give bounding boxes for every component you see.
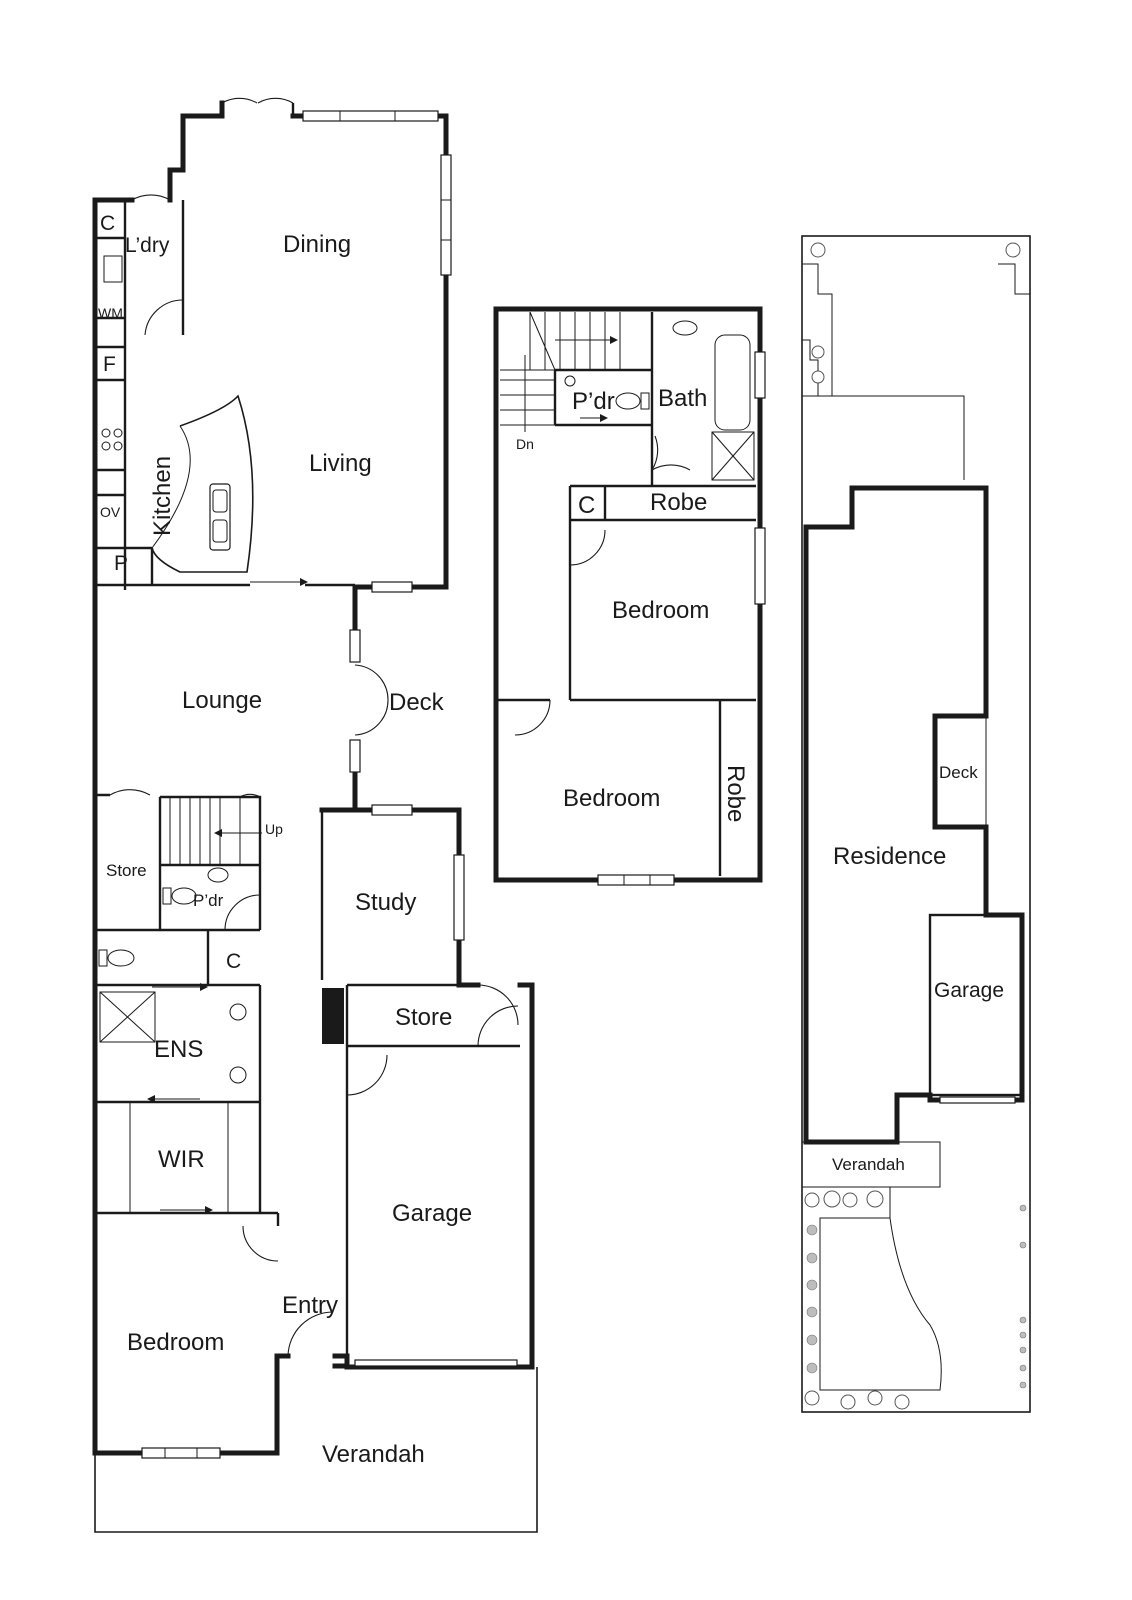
window	[754, 351, 766, 399]
door-swing	[221, 97, 294, 104]
fireplace	[322, 988, 344, 1044]
verandah-outline	[94, 1367, 538, 1533]
label-wir: WIR	[158, 1146, 205, 1173]
window	[141, 1447, 221, 1459]
label-pantry: P	[114, 552, 128, 575]
label-store-west: Store	[106, 861, 147, 880]
label-laundry-cupboard: C	[100, 212, 115, 235]
label-stairs-up: Up	[265, 821, 283, 837]
staircase-ground	[159, 793, 262, 866]
label-laundry: L’dry	[125, 234, 170, 257]
window	[371, 804, 413, 816]
label-site-deck: Deck	[939, 763, 978, 782]
label-study: Study	[355, 889, 416, 916]
label-stairs-down: Dn	[516, 436, 534, 452]
label-washing-machine: WM	[98, 305, 123, 321]
window	[371, 581, 413, 593]
site-plan: Deck Residence Garage Verandah	[801, 235, 1031, 1413]
label-powder: P’dr	[193, 891, 224, 910]
label-bedroom-2: Bedroom	[563, 785, 660, 812]
label-fridge: F	[103, 353, 116, 376]
window	[302, 110, 439, 122]
label-site-garage: Garage	[934, 979, 1004, 1002]
label-kitchen: Kitchen	[149, 456, 176, 536]
label-verandah: Verandah	[322, 1441, 425, 1468]
residence-outline	[803, 485, 1025, 1145]
label-dining: Dining	[283, 231, 351, 258]
label-cupboard-first: C	[578, 492, 595, 519]
label-ensuite: ENS	[154, 1036, 203, 1063]
sink	[209, 483, 231, 551]
label-cupboard: C	[226, 950, 241, 973]
staircase-first	[500, 311, 621, 432]
site-garage	[928, 913, 1024, 1097]
site-boundary	[801, 235, 1031, 1413]
label-garage: Garage	[392, 1200, 472, 1227]
site-verandah	[801, 1141, 941, 1188]
window	[453, 854, 465, 941]
label-living: Living	[309, 450, 372, 477]
label-lounge: Lounge	[182, 687, 262, 714]
label-robe-top: Robe	[650, 489, 707, 516]
kitchen-island	[151, 394, 254, 573]
label-oven: OV	[100, 504, 121, 520]
label-bedroom: Bedroom	[127, 1329, 224, 1356]
window	[754, 527, 766, 605]
garage-door	[354, 1359, 518, 1367]
label-bath: Bath	[658, 385, 707, 412]
label-site-residence: Residence	[833, 843, 946, 870]
window	[349, 629, 361, 663]
label-powder-first: P’dr	[572, 388, 615, 415]
first-floor-plan: Dn P’dr Bath C Robe Bedroom Bedroom Robe	[493, 306, 766, 886]
label-site-verandah: Verandah	[832, 1155, 905, 1174]
ground-floor-plan: Dining L’dry C WM F Living Kitchen OV P …	[92, 97, 538, 1533]
label-bedroom-1: Bedroom	[612, 597, 709, 624]
label-robe-side: Robe	[722, 765, 749, 822]
window	[597, 874, 675, 886]
window	[349, 739, 361, 773]
window	[440, 154, 452, 276]
label-entry: Entry	[282, 1292, 338, 1319]
exterior-wall	[92, 100, 535, 1456]
label-store-garage: Store	[395, 1004, 452, 1031]
label-deck: Deck	[389, 689, 445, 716]
